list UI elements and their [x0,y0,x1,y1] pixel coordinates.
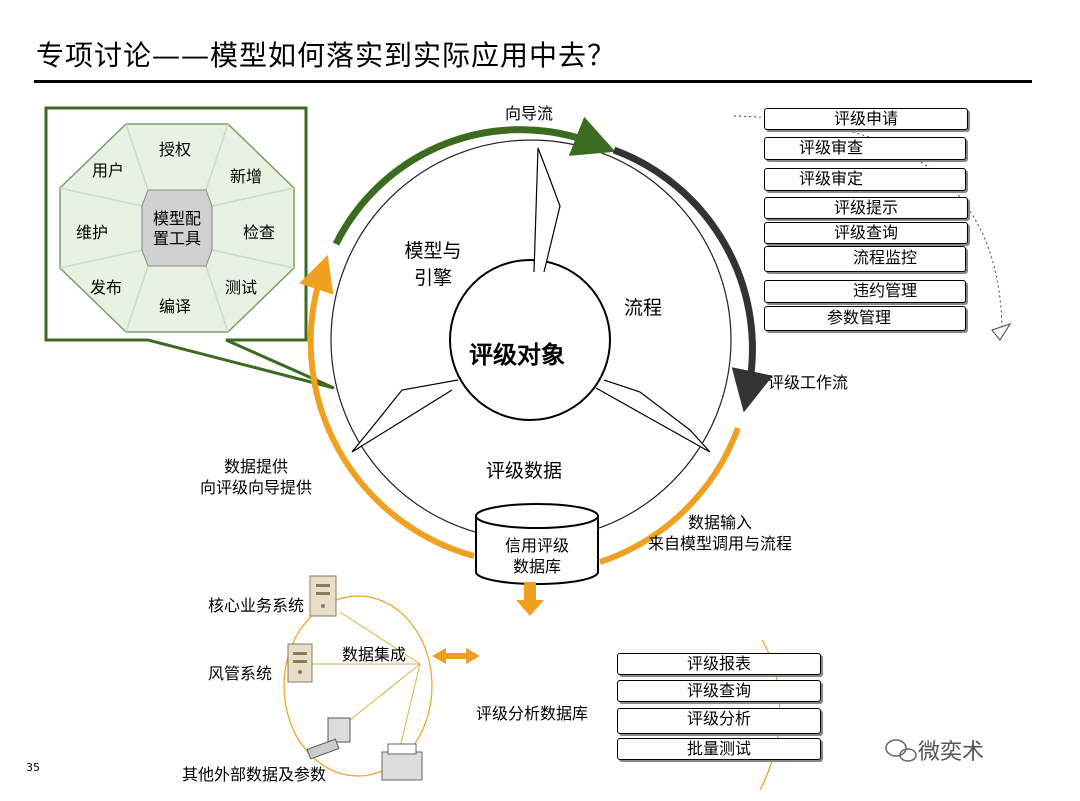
database-cylinder [475,503,599,585]
btn-rating-query-analysis[interactable]: 评级查询 [617,680,821,702]
rating-data-label: 评级数据 [486,460,563,482]
btn-batch-test[interactable]: 批量测试 [617,738,821,760]
orange-arc-right [599,426,741,565]
data-input-line2: 来自模型调用与流程 [647,534,792,553]
database-line2: 数据库 [512,557,561,576]
down-arrow [516,582,544,616]
btn-parameter-management[interactable]: 参数管理 [764,306,966,331]
data-input-line1: 数据输入 [687,513,752,532]
octagon-seg-bottom[interactable]: 编译 [159,297,192,316]
external-data-label: 其他外部数据及参数 [182,765,327,784]
data-input-label: 数据输入 来自模型调用与流程 [636,512,804,554]
risk-system-label: 风管系统 [208,664,273,683]
btn-rating-reminder[interactable]: 评级提示 [764,197,968,219]
server-icon-risk [287,643,313,683]
data-provide-label: 数据提供 向评级向导提供 [186,456,326,498]
btn-rating-apply[interactable]: 评级申请 [764,108,968,130]
octagon-center-line1: 模型配 [152,209,201,228]
btn-rating-review[interactable]: 评级审查 [764,137,966,160]
analysis-db-label: 评级分析数据库 [476,704,589,723]
database-line1: 信用评级 [504,536,569,555]
divider-right [595,379,711,453]
model-engine-label: 模型与 引擎 [393,238,473,292]
database-label: 信用评级 数据库 [486,535,588,577]
btn-rating-report[interactable]: 评级报表 [617,653,821,675]
divider-top [533,147,561,273]
green-arc-arrow [332,116,616,246]
octagon-center[interactable]: 模型配 置工具 [146,209,208,249]
btn-default-management[interactable]: 违约管理 [764,280,966,303]
rating-workflow-label: 评级工作流 [768,373,849,392]
wizard-flow-label: 向导流 [505,104,554,123]
server-icon-core [309,575,337,617]
dotted-arc-head [991,323,1012,341]
octagon-wheel [59,123,295,333]
octagon-seg-left[interactable]: 维护 [76,223,109,242]
octagon-seg-top[interactable]: 授权 [159,140,192,159]
btn-rating-analysis[interactable]: 评级分析 [617,708,821,734]
octagon-center-line2: 置工具 [152,229,201,248]
data-provide-line1: 数据提供 [223,457,288,476]
octagon-seg-bottom-right[interactable]: 测试 [225,278,258,297]
btn-rating-approve[interactable]: 评级审定 [764,168,966,191]
btn-process-monitor[interactable]: 流程监控 [764,246,966,272]
data-integration-label: 数据集成 [342,645,407,664]
title-rule [34,80,1032,83]
octagon-seg-bottom-left[interactable]: 发布 [90,278,123,297]
orange-arc-left [299,254,475,559]
model-engine-line1: 模型与 [404,240,462,262]
integration-lines [308,611,421,757]
btn-rating-query[interactable]: 评级查询 [764,222,968,244]
octagon-seg-top-left[interactable]: 用户 [92,161,125,180]
octagon-seg-right[interactable]: 检查 [243,223,276,242]
integration-network [283,595,433,777]
dark-arc-arrow [612,146,773,413]
page-number: 35 [26,761,40,774]
page-title: 专项讨论——模型如何落实到实际应用中去？ [36,39,617,72]
core-system-label: 核心业务系统 [208,596,305,615]
wechat-icon [885,739,917,762]
data-provide-line2: 向评级向导提供 [199,478,312,497]
watermark: 微奕术 [918,740,985,765]
divider-left [351,379,459,453]
cycle-inner-circle [449,259,611,421]
process-label: 流程 [624,297,663,319]
printer-icon [381,743,423,781]
octagon-seg-top-right[interactable]: 新增 [230,167,263,186]
cycle-center-label: 评级对象 [469,340,565,369]
model-engine-line2: 引擎 [413,267,452,289]
computer-icon [306,717,351,760]
double-arrow [432,648,480,664]
